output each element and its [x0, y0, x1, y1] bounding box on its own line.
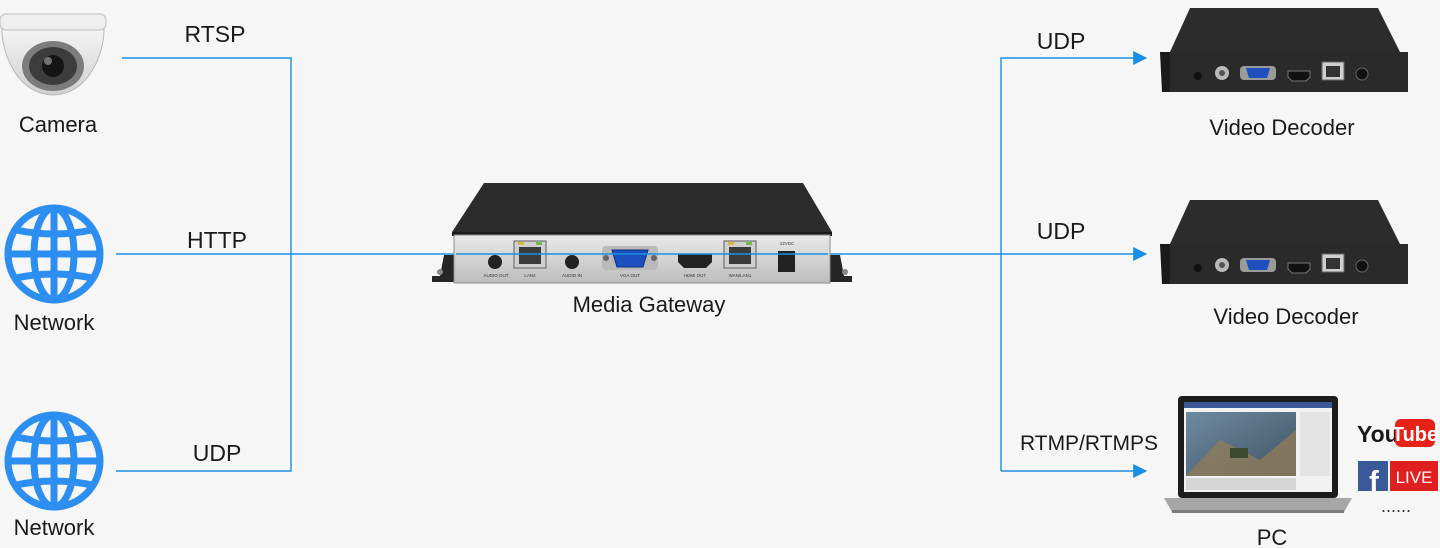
source-label-network-1: Network — [14, 310, 96, 335]
media-gateway-device: AUDIO OUT LAN2 AUDIO IN VGA OUT HDMI OUT… — [432, 183, 852, 284]
port-label-audio-out: AUDIO OUT — [483, 273, 508, 278]
facebook-live-logo: f LIVE — [1358, 461, 1438, 498]
source-label-camera: Camera — [19, 112, 98, 137]
protocol-label-rtmp: RTMP/RTMPS — [1020, 432, 1158, 455]
port-label-wan-lan1: WAN/LAN1 — [729, 273, 752, 278]
protocol-label-udp-decoder-1: UDP — [1037, 28, 1086, 54]
youtube-logo-tube: Tube — [1392, 424, 1438, 446]
youtube-logo-you: You — [1357, 421, 1399, 447]
protocol-label-udp-input: UDP — [193, 440, 242, 466]
facebook-logo-live: LIVE — [1396, 468, 1433, 487]
port-label-audio-in: AUDIO IN — [562, 273, 582, 278]
port-label-lan2: LAN2 — [524, 273, 536, 278]
dome-camera-icon — [0, 13, 107, 96]
output-label-decoder-2: Video Decoder — [1213, 304, 1358, 329]
output-bus-line — [1000, 51, 1148, 471]
more-platforms-ellipsis: ...... — [1381, 496, 1411, 516]
port-label-hdmi-out: HDMI OUT — [684, 273, 706, 278]
protocol-label-udp-decoder-2: UDP — [1037, 218, 1086, 244]
youtube-logo: You Tube — [1357, 419, 1438, 447]
input-bus-line — [116, 57, 292, 472]
video-decoder-icon — [1160, 200, 1408, 284]
port-label-12vdc: 12VDC — [780, 241, 795, 246]
output-label-pc: PC — [1257, 525, 1288, 548]
protocol-label-rtsp: RTSP — [185, 21, 246, 47]
facebook-logo-f: f — [1369, 466, 1379, 498]
protocol-label-http: HTTP — [187, 227, 247, 253]
globe-icon — [4, 204, 104, 304]
source-label-network-2: Network — [14, 515, 96, 540]
laptop-icon — [1164, 396, 1352, 513]
output-connections — [1000, 51, 1148, 478]
gateway-label: Media Gateway — [573, 292, 726, 317]
output-label-decoder-1: Video Decoder — [1209, 115, 1354, 140]
video-decoder-icon — [1160, 8, 1408, 92]
globe-icon — [4, 411, 104, 511]
port-label-vga-out: VGA OUT — [620, 273, 640, 278]
